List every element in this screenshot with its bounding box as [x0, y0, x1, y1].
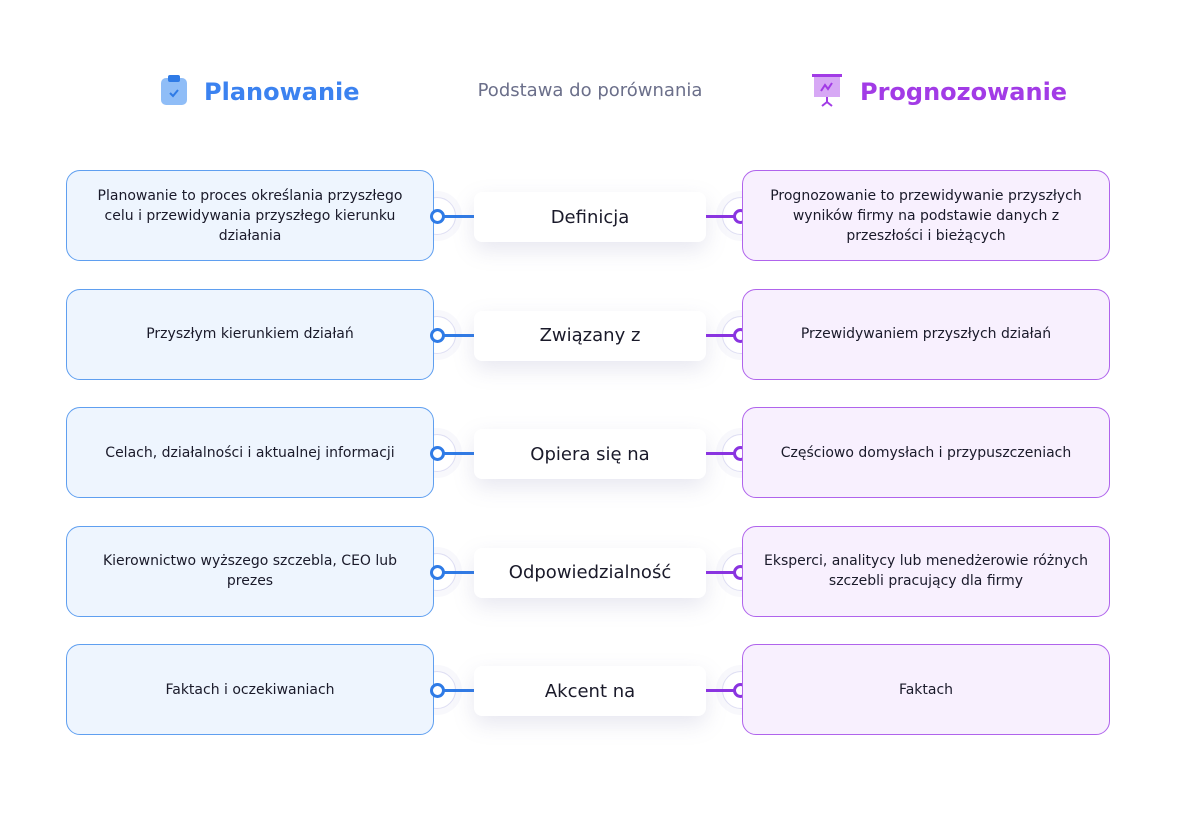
forecasting-text: Prognozowanie to przewidywanie przyszłyc… — [770, 187, 1082, 244]
connector-line — [440, 452, 474, 455]
connector-line — [706, 215, 740, 218]
forecasting-text: Faktach — [898, 681, 954, 698]
connector-line — [706, 333, 740, 337]
forecasting-cell: Przewidywaniem przyszłych działań — [742, 288, 1110, 380]
connector-dot — [430, 327, 445, 343]
basis-label: Odpowiedzialność — [508, 562, 672, 583]
planning-cell: Kierownictwo wyższego szczebla, CEO lub … — [66, 525, 434, 617]
forecasting-cell: Eksperci, analitycy lub menedżerowie róż… — [742, 525, 1110, 617]
basis-label: Opiera się na — [530, 443, 650, 465]
forecasting-header: Prognozowanie — [810, 74, 1067, 110]
forecasting-cell: Faktach — [742, 644, 1110, 735]
forecasting-cell: Prognozowanie to przewidywanie przyszłyc… — [742, 170, 1110, 261]
planning-text: Przyszłym kierunkiem działań — [146, 326, 354, 342]
planning-cell: Planowanie to proces określania przyszłe… — [66, 170, 434, 261]
planning-header: Planowanie — [160, 74, 360, 110]
presentation-chart-icon — [810, 72, 844, 112]
comparison-row: Planowanie to proces określania przyszłe… — [0, 170, 1179, 263]
basis-card: Związany z — [474, 310, 706, 361]
planning-text: Faktach i oczekiwaniach — [165, 681, 335, 698]
basis-card: Definicja — [474, 192, 706, 242]
connector-line — [440, 689, 474, 692]
basis-card: Akcent na — [474, 666, 706, 716]
basis-card: Opiera się na — [474, 429, 706, 479]
connector-dot — [430, 683, 445, 698]
connector-line — [706, 452, 740, 455]
comparison-row: Celach, działalności i aktualnej informa… — [0, 407, 1179, 500]
basis-label: Związany z — [539, 325, 641, 346]
forecasting-text: Częściowo domysłach i przypuszczeniach — [780, 444, 1072, 461]
connector-line — [440, 215, 474, 218]
planning-text: Planowanie to proces określania przyszłe… — [97, 187, 403, 244]
planning-cell: Faktach i oczekiwaniach — [66, 644, 434, 735]
planning-text: Kierownictwo wyższego szczebla, CEO lub … — [102, 553, 398, 589]
basis-label: Definicja — [550, 206, 630, 228]
basis-label: Akcent na — [544, 680, 636, 702]
planning-cell: Celach, działalności i aktualnej informa… — [66, 407, 434, 498]
planning-cell: Przyszłym kierunkiem działań — [66, 288, 434, 380]
planning-text: Celach, działalności i aktualnej informa… — [105, 444, 395, 461]
comparison-row: Przyszłym kierunkiem działań Związany z … — [0, 288, 1179, 382]
comparison-row: Faktach i oczekiwaniach Akcent na Faktac… — [0, 644, 1179, 737]
forecasting-cell: Częściowo domysłach i przypuszczeniach — [742, 407, 1110, 498]
comparison-row: Kierownictwo wyższego szczebla, CEO lub … — [0, 525, 1179, 619]
forecasting-text: Przewidywaniem przyszłych działań — [800, 326, 1052, 342]
forecasting-text: Eksperci, analitycy lub menedżerowie róż… — [764, 553, 1088, 589]
connector-dot — [430, 209, 445, 224]
connector-dot — [430, 446, 445, 461]
basis-card: Odpowiedzialność — [474, 547, 706, 598]
basis-header: Podstawa do porównania — [477, 80, 703, 101]
connector-line — [440, 570, 474, 574]
clipboard-check-icon — [160, 74, 188, 110]
connector-line — [706, 689, 740, 692]
planning-title: Planowanie — [204, 78, 360, 106]
forecasting-title: Prognozowanie — [860, 78, 1068, 106]
connector-line — [440, 333, 474, 337]
connector-dot — [430, 564, 445, 580]
connector-line — [706, 570, 740, 574]
